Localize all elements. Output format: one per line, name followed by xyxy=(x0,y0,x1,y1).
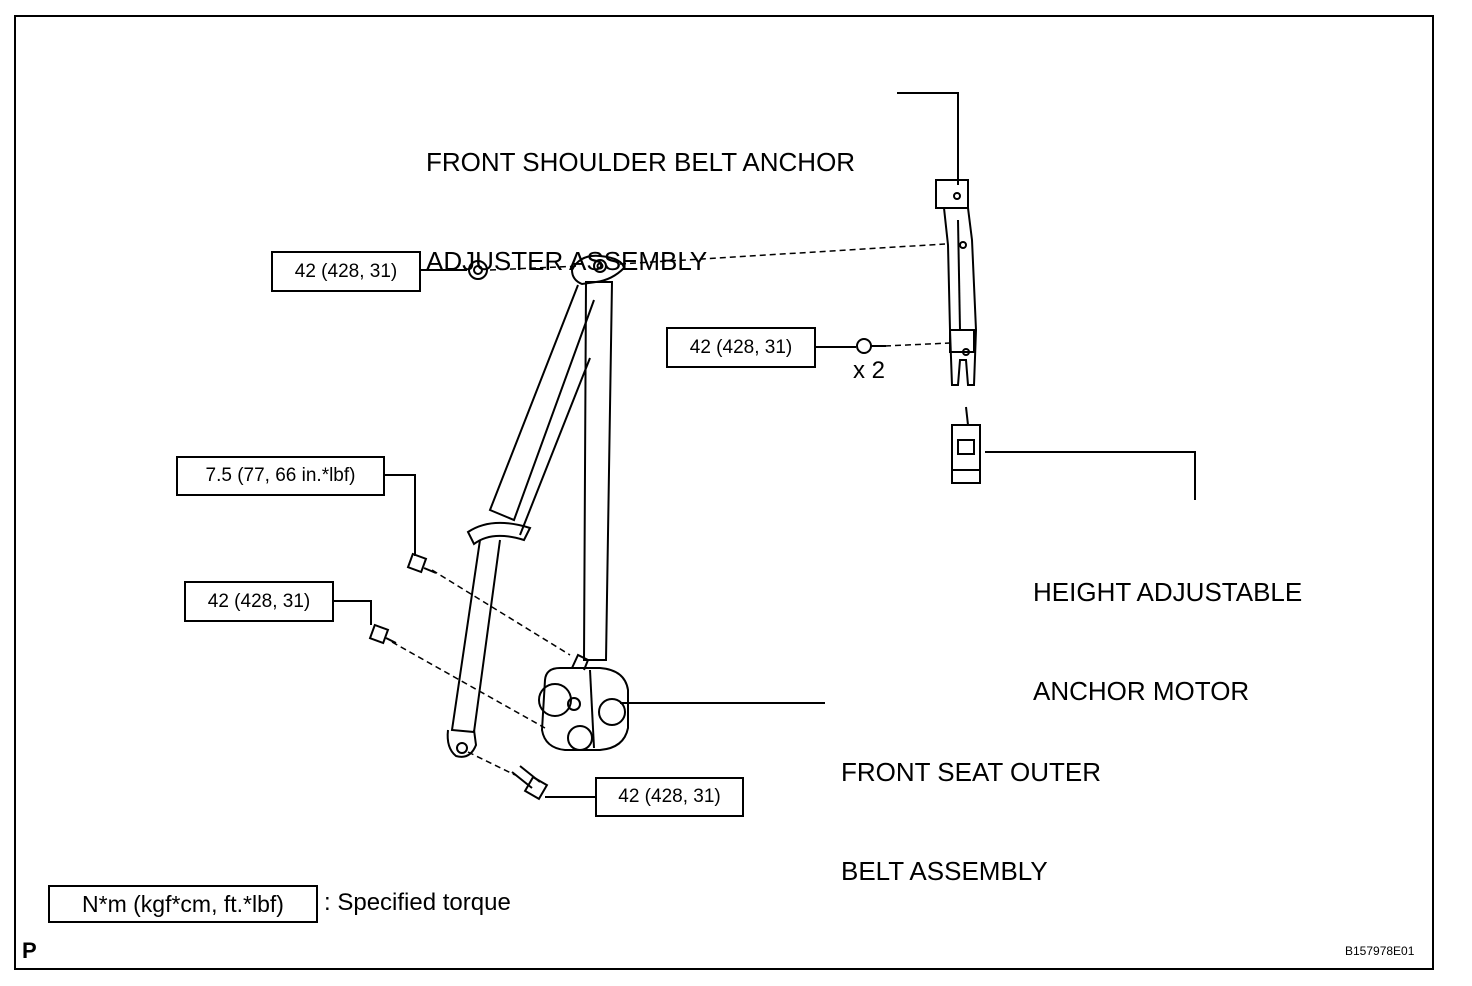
adjuster-bolt xyxy=(856,338,886,354)
upper-nut xyxy=(468,260,488,280)
outer-belt-label-line1: FRONT SEAT OUTER xyxy=(841,757,1102,787)
guide-bolt xyxy=(406,552,437,574)
shoulder-anchor-label-line1: FRONT SHOULDER BELT ANCHOR xyxy=(426,147,856,177)
retractor-body xyxy=(538,653,629,751)
outer-belt-label-line2: BELT ASSEMBLY xyxy=(841,856,1048,886)
torque-guide-bolt: 7.5 (77, 66 in.*lbf) xyxy=(176,456,385,496)
lower-anchor-bolt xyxy=(511,765,549,801)
shoulder-anchor-leader xyxy=(897,92,959,185)
legend-description: : Specified torque xyxy=(324,889,511,916)
upper-anchor-plate xyxy=(570,254,626,286)
outer-belt-label: FRONT SEAT OUTER BELT ASSEMBLY xyxy=(841,690,1101,921)
retractor-bolt-leader xyxy=(333,600,372,625)
bolt-multiplier: x 2 xyxy=(853,357,886,384)
height-motor-label-line2: ANCHOR MOTOR xyxy=(1033,676,1250,706)
page-mark: P xyxy=(22,938,37,963)
belt-webbing xyxy=(582,281,614,661)
height-motor-label: HEIGHT ADJUSTABLE ANCHOR MOTOR xyxy=(1033,510,1302,741)
torque-lower-anchor: 42 (428, 31) xyxy=(595,777,744,817)
torque-adjuster-bolts: 42 (428, 31) xyxy=(666,327,816,368)
diagram-frame xyxy=(14,15,1434,970)
shoulder-anchor-label: FRONT SHOULDER BELT ANCHOR ADJUSTER ASSE… xyxy=(426,80,855,311)
retractor-bolt xyxy=(368,623,397,645)
legend-unit-box: N*m (kgf*cm, ft.*lbf) xyxy=(48,885,318,923)
torque-upper-anchor: 42 (428, 31) xyxy=(271,251,421,292)
height-motor-label-line1: HEIGHT ADJUSTABLE xyxy=(1033,577,1303,607)
motor-body xyxy=(951,406,981,484)
torque-retractor-bolt: 42 (428, 31) xyxy=(184,581,334,622)
figure-id: B157978E01 xyxy=(1345,944,1415,958)
adjuster-rail xyxy=(935,179,978,386)
motor-leader xyxy=(985,451,1196,500)
guide-bolt-leader xyxy=(384,474,416,556)
shoulder-anchor-label-line2: ADJUSTER ASSEMBLY xyxy=(426,246,708,276)
